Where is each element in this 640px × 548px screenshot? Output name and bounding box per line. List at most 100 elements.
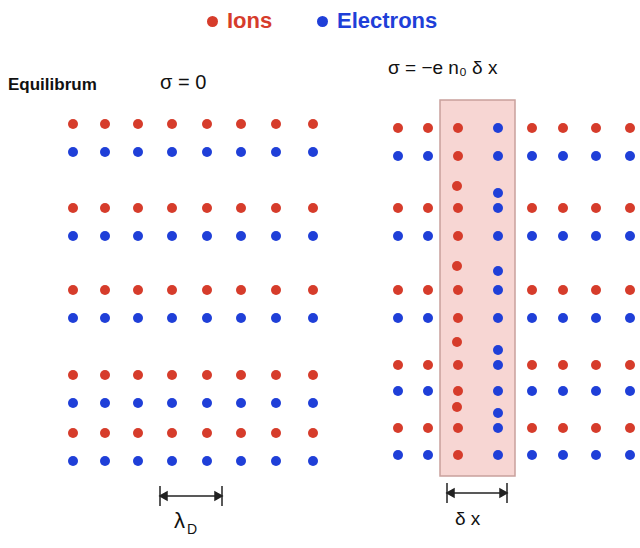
particle-dot (100, 147, 110, 157)
particle-dot (625, 151, 635, 161)
legend-item: Ions (207, 8, 272, 34)
particle-dot (493, 450, 503, 460)
particle-dot (625, 203, 635, 213)
particle-dot (591, 151, 601, 161)
particle-dot (68, 370, 78, 380)
particle-dot (527, 450, 537, 460)
particle-dot (271, 456, 281, 466)
particle-dot (236, 231, 246, 241)
particle-dot (591, 423, 601, 433)
particle-dot (271, 231, 281, 241)
particle-dot (202, 313, 212, 323)
particle-dot (527, 423, 537, 433)
charge-density: σ = 0 (160, 71, 206, 93)
legend-swatch (317, 16, 328, 27)
particle-dot (423, 231, 433, 241)
particle-dot (308, 203, 318, 213)
particle-dot (308, 456, 318, 466)
particle-dot (236, 370, 246, 380)
debye-bracket (160, 486, 222, 506)
particle-dot (68, 147, 78, 157)
particle-dot (167, 203, 177, 213)
particle-dot (236, 456, 246, 466)
particle-dot (625, 360, 635, 370)
charge-density: σ = −e n₀ δ x (388, 58, 497, 79)
particle-dot (591, 450, 601, 460)
particle-dot (453, 231, 463, 241)
particle-dot (393, 123, 403, 133)
particle-dot (493, 360, 503, 370)
particle-dot (271, 398, 281, 408)
particle-dot (271, 119, 281, 129)
particle-dot (625, 450, 635, 460)
particle-dot (68, 313, 78, 323)
particle-dot (453, 386, 463, 396)
particle-dot (423, 203, 433, 213)
particle-dot (423, 313, 433, 323)
particle-dot (453, 313, 463, 323)
particle-dot (202, 456, 212, 466)
particle-dot (236, 398, 246, 408)
particle-dot (493, 285, 503, 295)
particle-dot (493, 231, 503, 241)
particle-dot (100, 231, 110, 241)
particle-dot (393, 313, 403, 323)
particle-dot (393, 151, 403, 161)
particle-dot (558, 151, 568, 161)
particle-dot (423, 123, 433, 133)
particle-dot (423, 450, 433, 460)
particle-dot (133, 398, 143, 408)
particle-dot (453, 423, 463, 433)
particle-dot (527, 285, 537, 295)
particle-dot (100, 313, 110, 323)
particle-dot (393, 203, 403, 213)
particle-dot (167, 285, 177, 295)
particle-dot (308, 313, 318, 323)
particle-dot (452, 181, 462, 191)
length-symbol: λ (174, 509, 185, 533)
particle-dot (558, 285, 568, 295)
particle-dot (202, 203, 212, 213)
legend-text: Electrons (337, 8, 437, 34)
particle-dot (308, 285, 318, 295)
particle-dot (558, 203, 568, 213)
particle-dot (558, 386, 568, 396)
particle-dot (271, 147, 281, 157)
particle-dot (493, 123, 503, 133)
particle-dot (133, 428, 143, 438)
particle-dot (68, 119, 78, 129)
particle-dot (308, 147, 318, 157)
particle-dot (493, 345, 503, 355)
particle-dot (167, 147, 177, 157)
particle-dot (167, 370, 177, 380)
particle-dot (423, 360, 433, 370)
particle-dot (558, 313, 568, 323)
particle-dot (271, 285, 281, 295)
particle-dot (591, 360, 601, 370)
particle-dot (68, 428, 78, 438)
particle-dot (558, 123, 568, 133)
particle-dot (202, 147, 212, 157)
particle-dot (271, 370, 281, 380)
particle-dot (393, 360, 403, 370)
particle-dot (236, 285, 246, 295)
particle-dot (68, 285, 78, 295)
particle-dot (625, 231, 635, 241)
particle-dot (453, 203, 463, 213)
length-symbol: δ x (455, 509, 480, 530)
particle-dot (236, 313, 246, 323)
state-heading: Equilibrum (8, 76, 97, 95)
particle-dot (527, 123, 537, 133)
particle-dot (453, 123, 463, 133)
particle-dot (527, 360, 537, 370)
particle-dot (423, 386, 433, 396)
particle-dot (68, 231, 78, 241)
particle-dot (393, 423, 403, 433)
particle-dot (308, 398, 318, 408)
particle-dot (453, 285, 463, 295)
particle-dot (393, 285, 403, 295)
particle-dot (393, 450, 403, 460)
particle-dot (236, 119, 246, 129)
particle-dot (527, 386, 537, 396)
particle-dot (558, 423, 568, 433)
